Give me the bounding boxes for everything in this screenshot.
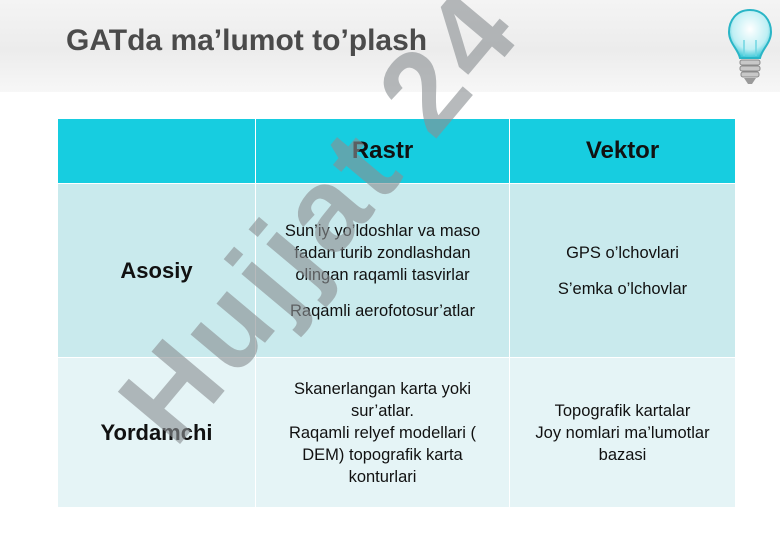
header-cell-vektor: Vektor <box>509 118 736 184</box>
slide-title: GATda ma’lumot to’plash <box>66 24 428 57</box>
header-cell-rastr: Rastr <box>255 118 510 184</box>
cell-asosiy-rastr: Sun’iy yo’ldoshlar va maso fadan turib z… <box>255 183 510 358</box>
lightbulb-icon <box>727 8 773 84</box>
cell-line: konturlari <box>348 467 417 486</box>
cell-line: bazasi <box>598 445 647 464</box>
cell-line: S’emka o’lchovlar <box>557 279 688 298</box>
row-label-asosiy: Asosiy <box>57 183 256 358</box>
cell-line: Sun’iy yo’ldoshlar va maso <box>284 221 481 240</box>
title-band <box>0 0 780 92</box>
cell-line: Topografik kartalar <box>554 401 691 420</box>
cell-line: Raqamli aerofotosur’atlar <box>290 301 475 320</box>
table-row: Asosiy Sun’iy yo’ldoshlar va maso fadan … <box>57 183 736 358</box>
row-label-yordamchi: Yordamchi <box>57 357 256 508</box>
header-cell-empty <box>57 118 256 184</box>
cell-yordamchi-vektor: Topografik kartalar Joy nomlari ma’lumot… <box>509 357 736 508</box>
table-header-row: Rastr Vektor <box>57 118 736 184</box>
cell-line: Raqamli relyef modellari ( <box>288 423 477 442</box>
cell-line: sur’atlar. <box>351 401 414 420</box>
cell-line: fadan turib zondlashdan <box>294 243 471 262</box>
cell-line: GPS o’lchovlari <box>566 243 679 262</box>
cell-line: Skanerlangan karta yoki <box>293 379 472 398</box>
data-table: Rastr Vektor Asosiy Sun’iy yo’ldoshlar v… <box>57 118 736 508</box>
cell-yordamchi-rastr: Skanerlangan karta yoki sur’atlar. Raqam… <box>255 357 510 508</box>
cell-line: Joy nomlari ma’lumotlar <box>535 423 710 442</box>
cell-asosiy-vektor: GPS o’lchovlari S’emka o’lchovlar <box>509 183 736 358</box>
cell-line: olingan raqamli tasvirlar <box>295 265 470 284</box>
table-row: Yordamchi Skanerlangan karta yoki sur’at… <box>57 357 736 508</box>
cell-line: DEM) topografik karta <box>302 445 463 464</box>
